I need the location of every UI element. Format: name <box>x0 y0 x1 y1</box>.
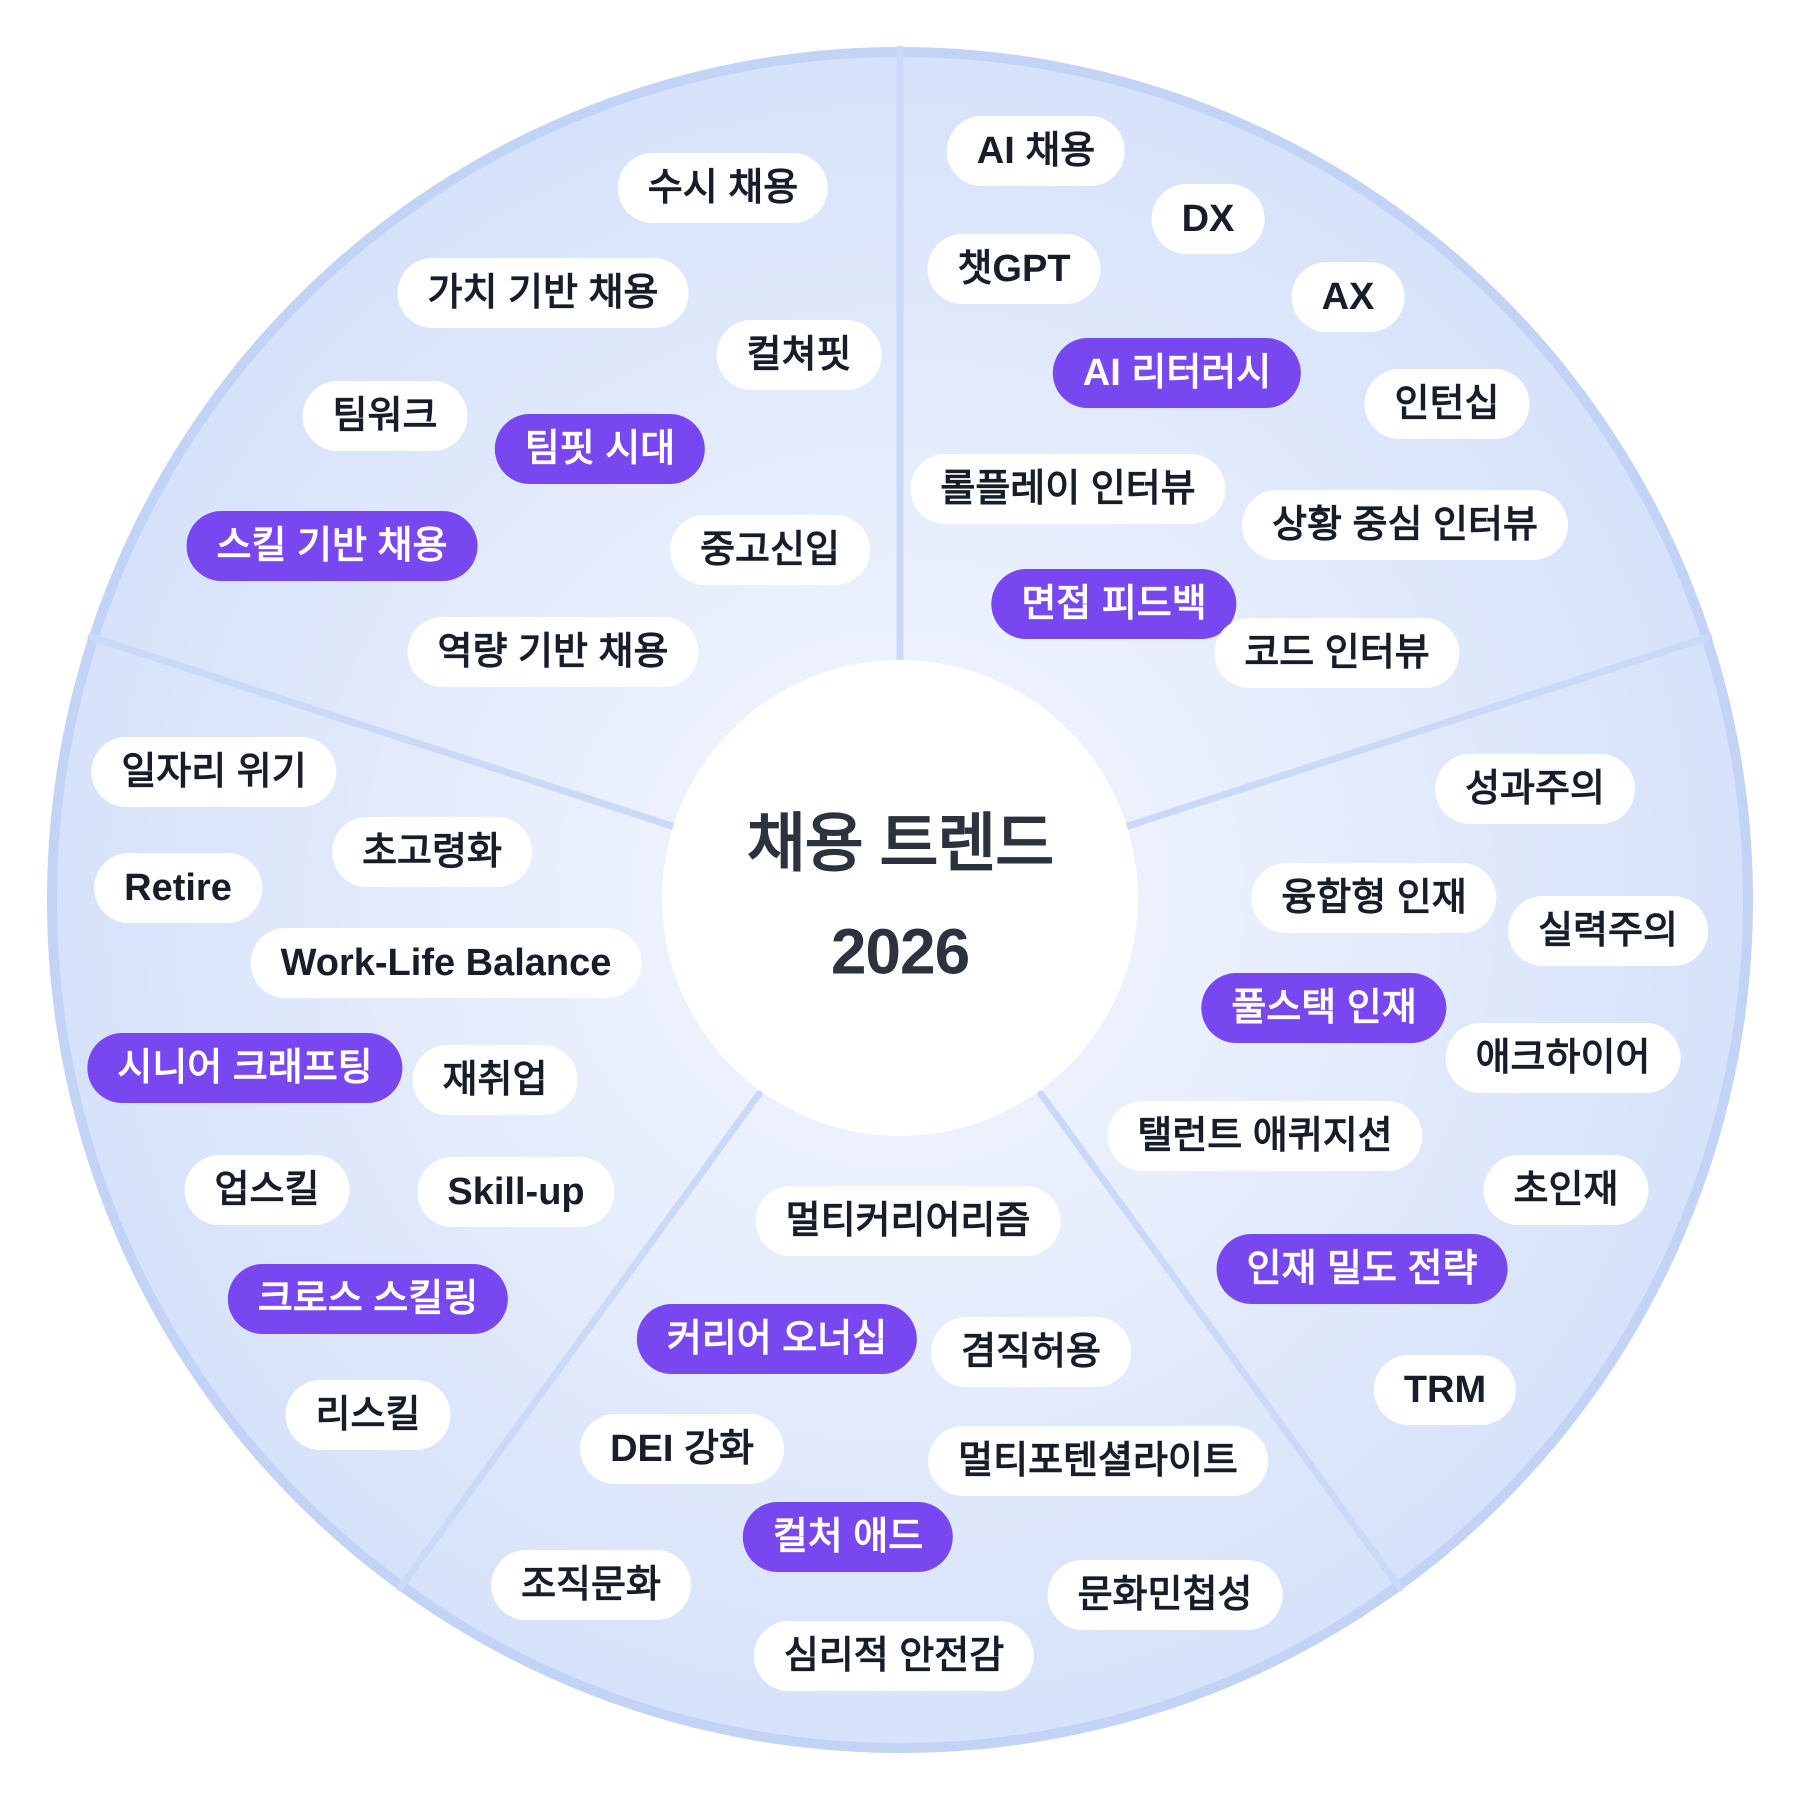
trend-pill: 수시 채용 <box>617 153 829 223</box>
trend-pill: 초고령화 <box>332 817 532 887</box>
trend-pill: 컬쳐핏 <box>716 320 882 390</box>
sector-divider-lower-right <box>1037 1090 1404 1592</box>
trend-pill: 리스킬 <box>285 1380 451 1450</box>
trend-pill-highlighted: 크로스 스킬링 <box>227 1264 509 1334</box>
trend-pill: Work-Life Balance <box>250 928 642 998</box>
trend-pill: 역량 기반 채용 <box>407 617 699 687</box>
trend-pill: 심리적 안전감 <box>753 1621 1035 1691</box>
trend-pill: Skill-up <box>417 1157 615 1227</box>
sector-divider-upper-left <box>87 633 676 830</box>
trend-pill: 롤플레이 인터뷰 <box>910 454 1226 524</box>
trend-pill: 재취업 <box>412 1045 578 1115</box>
trend-pill: TRM <box>1373 1355 1517 1425</box>
trend-pill: 멀티커리어리즘 <box>755 1186 1061 1256</box>
trend-pill: 애크하이어 <box>1445 1023 1681 1093</box>
sector-divider-lower-left <box>396 1090 763 1592</box>
trend-pill-highlighted: 인재 밀도 전략 <box>1216 1234 1508 1304</box>
trend-pill-highlighted: 팀핏 시대 <box>494 414 706 484</box>
trend-pill: 업스킬 <box>184 1155 350 1225</box>
trend-pill: DEI 강화 <box>580 1414 784 1484</box>
trend-pill: Retire <box>94 853 262 923</box>
trend-pill: 챗GPT <box>927 234 1101 304</box>
sector-divider-upper-right <box>1124 633 1713 830</box>
page-title-line1: 채용 트렌드 <box>746 807 1054 880</box>
trend-pill: 조직문화 <box>491 1550 691 1620</box>
trend-pill-highlighted: AI 리터러시 <box>1052 338 1302 408</box>
trend-pill: DX <box>1151 184 1265 254</box>
trend-pill: 탤런트 애퀴지션 <box>1107 1101 1423 1171</box>
trend-pill: 멀티포텐셜라이트 <box>928 1426 1268 1496</box>
center-circle <box>662 660 1138 1136</box>
page-title-line2: 2026 <box>830 915 970 987</box>
trend-pill: 가치 기반 채용 <box>397 258 689 328</box>
trend-pill: 겸직허용 <box>931 1317 1131 1387</box>
trend-pill: 팀워크 <box>302 381 468 451</box>
trend-pill: AI 채용 <box>946 116 1126 186</box>
page-title: 채용 트렌드 2026 <box>746 790 1054 1005</box>
trend-pill: AX <box>1291 262 1405 332</box>
trend-pill-highlighted: 스킬 기반 채용 <box>186 511 478 581</box>
trend-pill: 인턴십 <box>1364 369 1530 439</box>
trend-pill-highlighted: 커리어 오너십 <box>636 1304 918 1374</box>
trend-pill: 초인재 <box>1483 1155 1649 1225</box>
trend-pill-highlighted: 풀스택 인재 <box>1201 973 1447 1043</box>
trend-pill: 실력주의 <box>1508 896 1708 966</box>
trend-pill: 일자리 위기 <box>91 737 337 807</box>
trend-pill-highlighted: 면접 피드백 <box>991 569 1237 639</box>
trend-pill: 중고신입 <box>670 515 870 585</box>
trend-pill-highlighted: 시니어 크래프팅 <box>87 1033 403 1103</box>
trend-pill: 코드 인터뷰 <box>1214 618 1460 688</box>
trend-pill: 성과주의 <box>1435 754 1635 824</box>
trend-pill: 문화민첩성 <box>1047 1560 1283 1630</box>
trend-pill-highlighted: 컬처 애드 <box>742 1502 954 1572</box>
trend-pill: 상황 중심 인터뷰 <box>1242 490 1568 560</box>
trend-pill: 융합형 인재 <box>1251 863 1497 933</box>
